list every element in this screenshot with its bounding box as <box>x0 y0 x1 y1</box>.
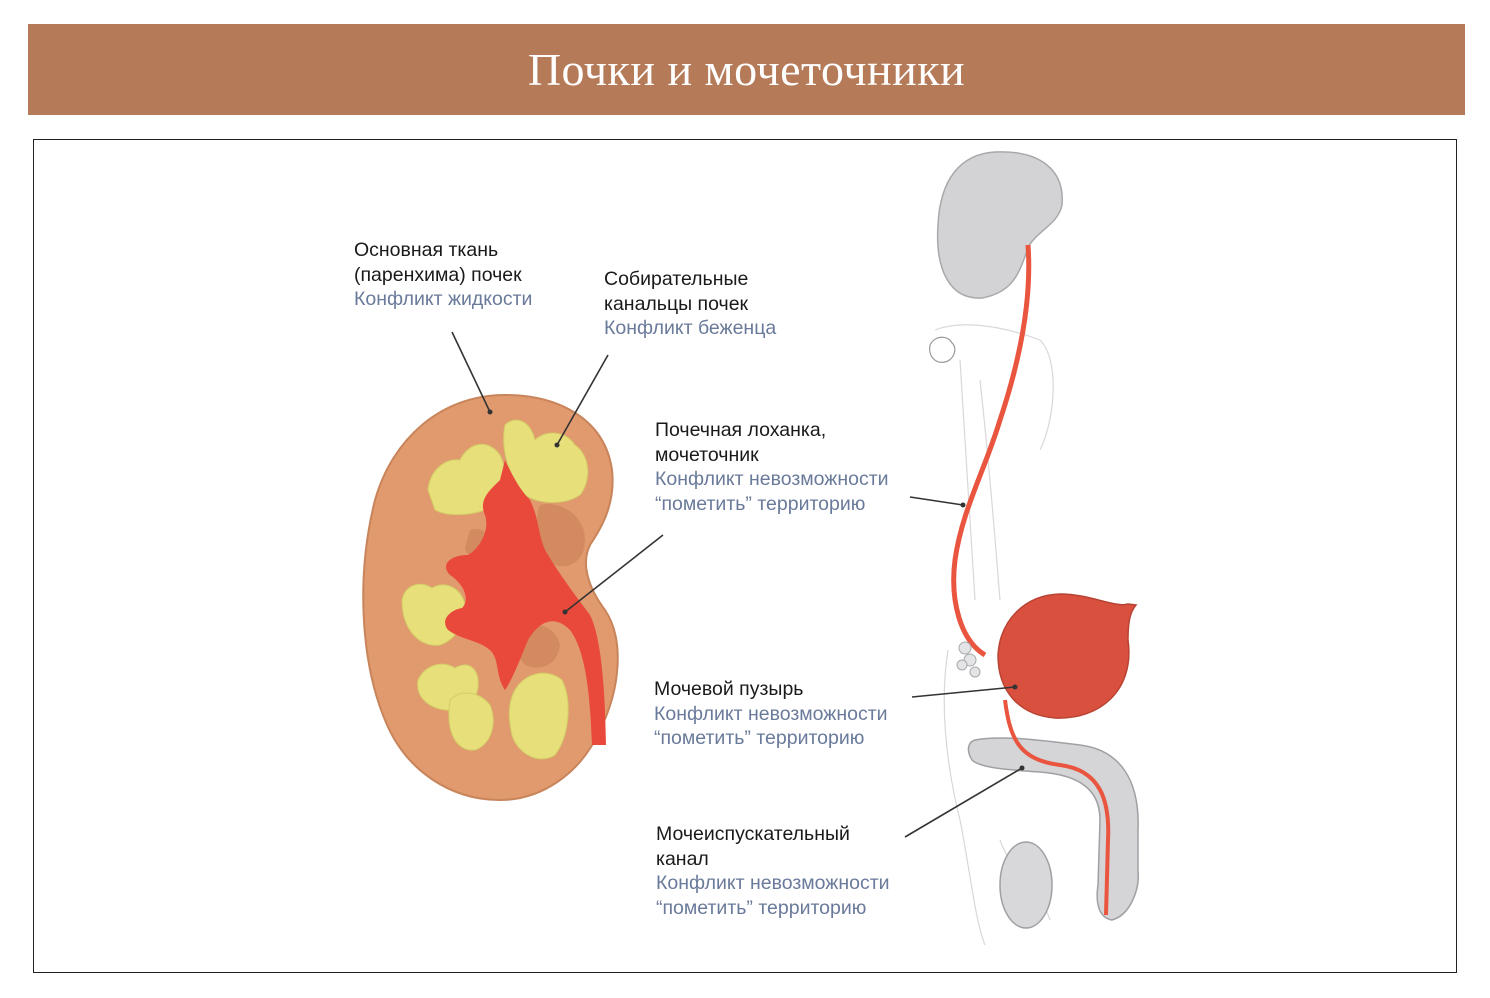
ureter <box>951 244 1032 658</box>
bladder-organ <box>997 593 1138 719</box>
kidney-organ <box>936 151 1063 299</box>
label-urethra: Мочеиспускательный канал Конфликт невозм… <box>656 822 890 920</box>
renal-pelvis <box>445 460 606 745</box>
urinary-tract <box>929 151 1139 946</box>
leader-lines <box>451 331 1023 838</box>
page-title: Почки и мочеточники <box>527 44 966 95</box>
label-pelvis: Почечная лоханка, мочеточник Конфликт не… <box>655 418 889 516</box>
label-pelvis-conflict2: “пометить” территорию <box>655 492 866 515</box>
label-pelvis-line2: мочеточник <box>655 443 759 466</box>
label-pelvis-conflict1: Конфликт невозможности <box>655 468 889 490</box>
label-bladder: Мочевой пузырь Конфликт невозможности “п… <box>654 677 888 751</box>
leader-ureter <box>909 496 964 506</box>
leader-dots <box>487 409 1025 771</box>
label-parenchyma-line2: (паренхима) почек <box>354 263 522 286</box>
label-urethra-line2: канал <box>656 847 709 870</box>
testicle-organ <box>999 841 1053 929</box>
label-parenchyma-line1: Основная ткань <box>354 239 499 261</box>
label-tubules-line2: канальцы почек <box>604 292 749 315</box>
leader-tubules <box>556 354 609 446</box>
label-tubules-conflict: Конфликт беженца <box>604 317 777 339</box>
urethra-line <box>1003 699 1111 916</box>
label-bladder-conflict1: Конфликт невозможности <box>654 702 888 725</box>
diagram-frame <box>33 139 1457 973</box>
label-bladder-conflict2: “пометить” территорию <box>654 727 865 749</box>
label-urethra-line1: Мочеиспускательный <box>656 823 850 845</box>
kidney-cross-section <box>362 393 619 802</box>
label-tubules-line1: Собирательные <box>604 268 749 290</box>
label-tubules: Собирательные канальцы почек Конфликт бе… <box>604 267 776 341</box>
leader-pelvis <box>564 534 664 613</box>
label-parenchyma-conflict: Конфликт жидкости <box>354 288 533 310</box>
label-urethra-conflict2: “пометить” территорию <box>656 896 867 919</box>
title-bar: Почки и мочеточники <box>28 24 1465 115</box>
leader-urethra <box>904 767 1023 838</box>
label-urethra-conflict1: Конфликт невозможности <box>656 872 890 894</box>
leader-parenchyma <box>451 331 491 413</box>
seminal-vesicles <box>956 641 981 678</box>
label-parenchyma: Основная ткань (паренхима) почек Конфлик… <box>354 238 532 312</box>
adrenal-gland <box>929 336 956 363</box>
leader-bladder <box>911 686 1016 698</box>
label-bladder-line1: Мочевой пузырь <box>654 678 804 700</box>
label-pelvis-line1: Почечная лоханка, <box>655 419 827 441</box>
collecting-tubules <box>401 419 589 760</box>
